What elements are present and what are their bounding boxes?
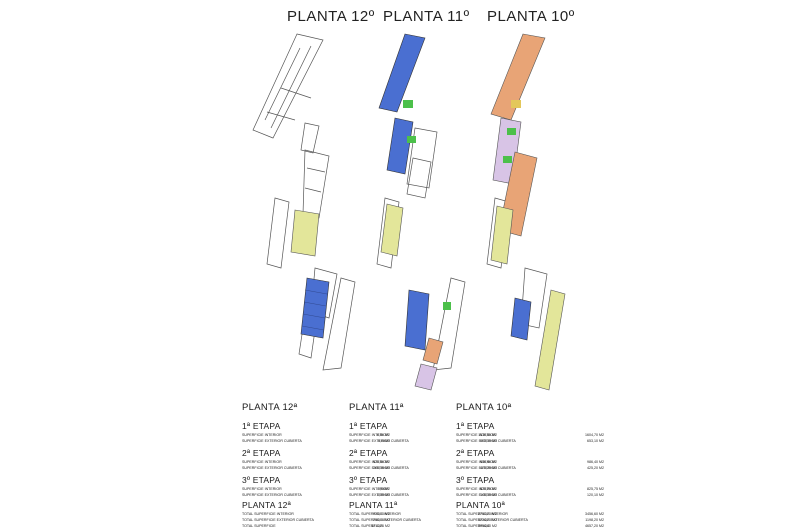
total-label: TOTAL SUPERFICIE EXTERIOR CUBIERTA: [242, 518, 314, 522]
floor-plan-11: [376, 33, 466, 391]
row-label: SUPERFICIE EXTERIOR CUBIERTA: [242, 493, 302, 497]
stage-name: 3º ETAPA: [456, 475, 495, 485]
row-label: SUPERFICIE EXTERIOR CUBIERTA: [349, 493, 409, 497]
area-table-heading: PLANTA 12ª: [242, 402, 298, 413]
total-value: 286,16 M2: [373, 518, 390, 522]
row-value: 925,10 M2: [373, 460, 390, 464]
row-label: SUPERFICIE INTERIOR: [242, 487, 282, 491]
stage-name: 3º ETAPA: [242, 475, 281, 485]
floor-title-11: PLANTA 11º: [383, 8, 470, 25]
stage-name: 1ª ETAPA: [242, 421, 281, 431]
total-label: TOTAL SUPERFICIE INTERIOR: [349, 512, 401, 516]
plan-11-zone-blue-top: [378, 33, 426, 175]
stage-name: 3º ETAPA: [349, 475, 388, 485]
stage-name: 1ª ETAPA: [349, 421, 388, 431]
floor-title-10: PLANTA 10º: [487, 8, 575, 25]
row-label: SUPERFICIE EXTERIOR CUBIERTA: [456, 439, 516, 443]
row-label: SUPERFICIE EXTERIOR CUBIERTA: [242, 466, 302, 470]
row-label: SUPERFICIE EXTERIOR CUBIERTA: [456, 493, 516, 497]
total-value: 4657,20 M2: [585, 524, 604, 528]
plan-10-zone-blue: [510, 297, 532, 341]
stage-name: 1ª ETAPA: [456, 421, 495, 431]
plan-11-zone-yellow: [380, 203, 404, 257]
row-label: SUPERFICIE INTERIOR: [456, 433, 496, 437]
row-value: 986,40 M2: [480, 460, 497, 464]
total-label: TOTAL SUPERFICIE INTERIOR: [456, 512, 508, 516]
row-label: SUPERFICIE EXTERIOR CUBIERTA: [349, 466, 409, 470]
total-value: 1224,20 M2: [478, 518, 497, 522]
row-label: SUPERFICIE EXTERIOR CUBIERTA: [242, 439, 302, 443]
row-label: SUPERFICIE INTERIOR: [349, 460, 389, 464]
row-value: 1604,70 M2: [585, 433, 604, 437]
total-heading: PLANTA 11ª: [349, 500, 398, 510]
floor-plan-12: [252, 33, 356, 371]
total-label: TOTAL SUPERFICIE: [456, 524, 490, 528]
row-label: SUPERFICIE INTERIOR: [242, 460, 282, 464]
row-label: SUPERFICIE INTERIOR: [456, 487, 496, 491]
row-value: 425,20 M2: [480, 466, 497, 470]
row-label: SUPERFICIE INTERIOR: [456, 460, 496, 464]
total-label: TOTAL SUPERFICIE EXTERIOR CUBIERTA: [349, 518, 421, 522]
plan-12-zone-blue: [300, 277, 330, 339]
plan-11-zone-orange: [422, 337, 444, 365]
total-label: TOTAL SUPERFICIE: [349, 524, 383, 528]
total-heading: PLANTA 12ª: [242, 500, 291, 510]
total-value: 1198,20 M2: [585, 518, 604, 522]
total-value: 3964,40 M2: [478, 524, 497, 528]
row-value: 286,16 M2: [373, 466, 390, 470]
total-value: 2780,20 M2: [478, 512, 497, 516]
row-label: SUPERFICIE INTERIOR: [349, 487, 389, 491]
row-label: SUPERFICIE INTERIOR: [242, 433, 282, 437]
row-value: 1130,15 M2: [478, 433, 497, 437]
total-value: 925,10 M2: [373, 512, 390, 516]
floor-plan-10: [486, 33, 566, 391]
total-heading: PLANTA 10ª: [456, 500, 505, 510]
row-label: SUPERFICIE INTERIOR: [349, 433, 389, 437]
row-label: SUPERFICIE EXTERIOR CUBIERTA: [349, 439, 409, 443]
area-table-heading: PLANTA 10ª: [456, 402, 512, 413]
row-value: 0,00M2: [378, 439, 390, 443]
row-value: 425,20 M2: [587, 466, 604, 470]
total-label: TOTAL SUPERFICIE EXTERIOR CUBIERTA: [456, 518, 528, 522]
row-value: 120,10 M2: [587, 493, 604, 497]
total-label: TOTAL SUPERFICIE: [242, 524, 276, 528]
row-value: 653,10 M2: [587, 439, 604, 443]
row-label: SUPERFICIE EXTERIOR CUBIERTA: [456, 466, 516, 470]
plan-11-zone-lilac: [414, 363, 438, 391]
row-value: 0,00M2: [378, 487, 390, 491]
plan-10-zone-yellow: [490, 205, 566, 391]
row-value: 986,40 M2: [587, 460, 604, 464]
row-value: 825,75 M2: [480, 487, 497, 491]
row-value: 825,75 M2: [587, 487, 604, 491]
row-value: 0,00 M2: [377, 433, 390, 437]
total-value: 3456,60 M2: [585, 512, 604, 516]
plan-12-zone-yellow: [290, 209, 320, 257]
area-table-heading: PLANTA 11ª: [349, 402, 404, 413]
plan-11-zone-blue-bottom: [404, 289, 430, 351]
stage-name: 2ª ETAPA: [242, 448, 281, 458]
row-value: 146,10 M2: [480, 493, 497, 497]
stage-name: 2ª ETAPA: [349, 448, 388, 458]
row-value: 653,10 M2: [480, 439, 497, 443]
total-label: TOTAL SUPERFICIE INTERIOR: [242, 512, 294, 516]
floor-title-12: PLANTA 12º: [287, 8, 375, 25]
row-value: 0,00 M2: [377, 493, 390, 497]
total-value: 1211,26 M2: [371, 524, 390, 528]
stage-name: 2ª ETAPA: [456, 448, 495, 458]
